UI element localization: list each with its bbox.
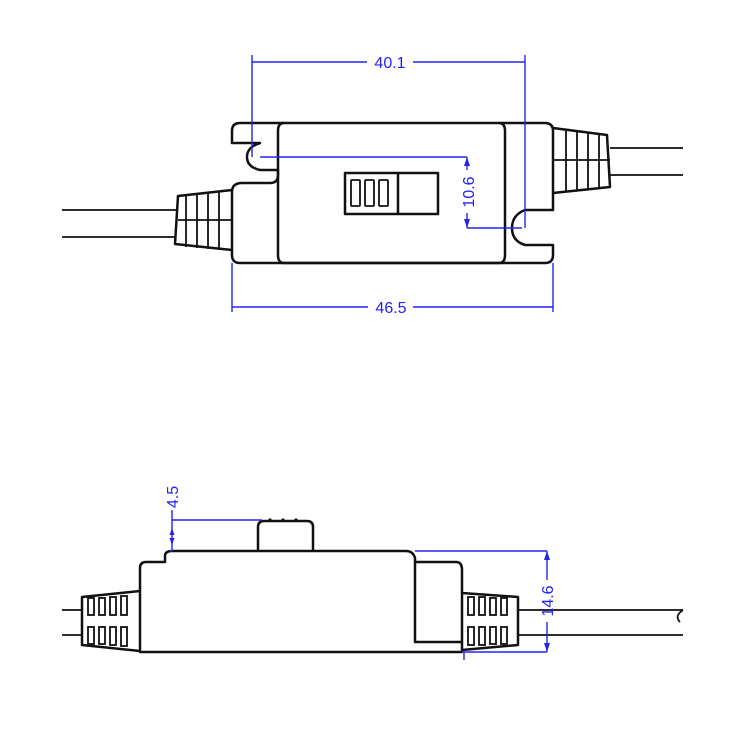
left-cable (62, 209, 176, 238)
switch-knob (256, 518, 315, 551)
left-strain-relief-side (80, 589, 141, 653)
right-strain-relief (552, 126, 612, 195)
housing-main-body (276, 121, 507, 265)
left-cable-side (62, 609, 82, 636)
housing-outline (230, 121, 555, 265)
dimension-body-height: 14.6 (415, 550, 557, 660)
dimension-label-10-6: 10.6 (461, 176, 478, 207)
dimension-label-14-6: 14.6 (540, 585, 557, 616)
housing-side-step (413, 562, 462, 644)
right-cable-side (518, 609, 684, 636)
dimension-label-40-1: 40.1 (374, 55, 405, 72)
right-strain-relief-side (461, 591, 520, 652)
left-strain-relief (173, 188, 233, 252)
right-cable (610, 147, 683, 176)
dimension-hole-spacing: 40.1 (251, 55, 526, 228)
dimension-hole-offset: 10.6 (260, 156, 522, 229)
dimension-label-4-5: 4.5 (165, 486, 182, 508)
dip-switch (343, 171, 440, 216)
housing-side-outline (138, 549, 464, 654)
dimension-total-length: 46.5 (231, 263, 554, 317)
top-view: 40.1 10.6 46.5 (62, 55, 683, 317)
side-view: 4.5 14.6 (62, 486, 684, 660)
dimension-label-46-5: 46.5 (375, 300, 406, 317)
dimension-knob-height: 4.5 (165, 486, 262, 552)
